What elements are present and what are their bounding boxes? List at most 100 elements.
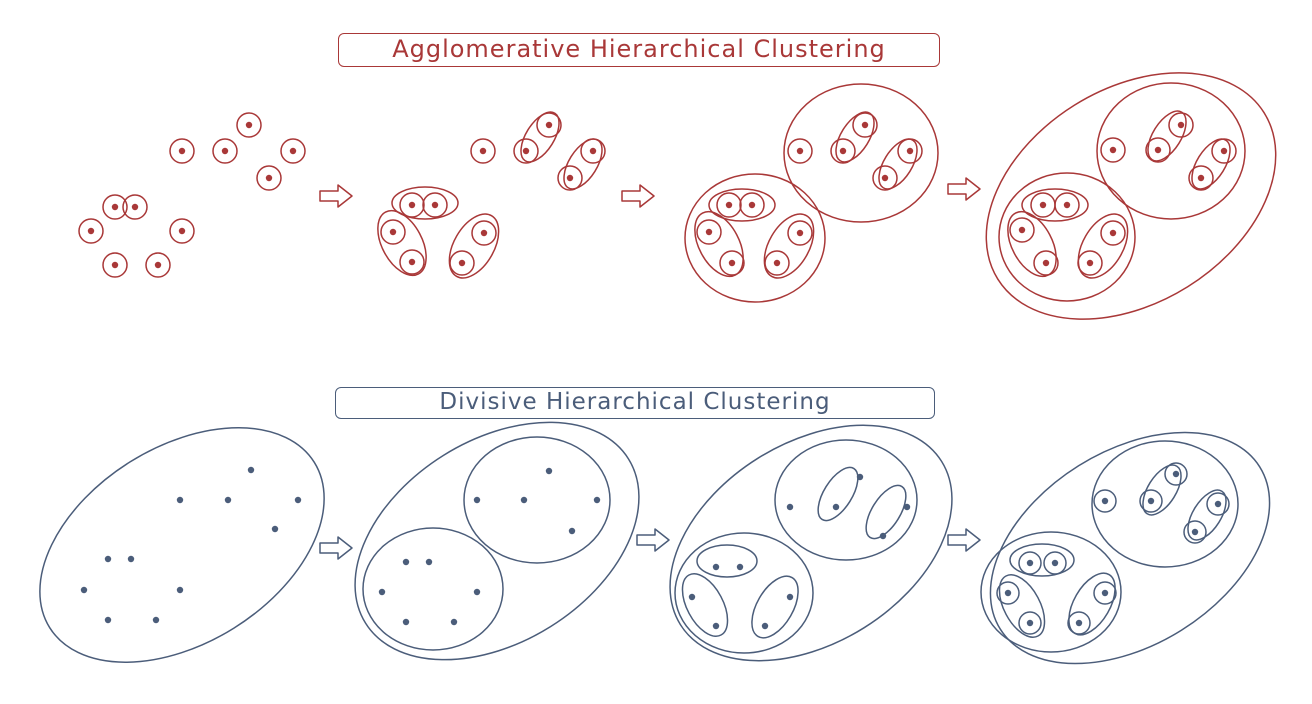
cluster-outline — [708, 188, 776, 222]
cluster-outline — [1096, 82, 1246, 220]
data-point — [1018, 226, 1026, 234]
data-point — [712, 622, 720, 630]
data-point — [748, 201, 756, 209]
data-point — [1172, 470, 1180, 478]
cluster-outline — [391, 186, 459, 220]
sub-cluster-outline — [1009, 543, 1075, 577]
point-ring — [169, 218, 195, 244]
point-ring — [212, 138, 238, 164]
sub-cluster-outline — [681, 573, 729, 637]
point-ring — [1054, 192, 1080, 218]
data-point — [87, 227, 95, 235]
sub-cluster-outline — [998, 574, 1046, 638]
data-point — [104, 555, 112, 563]
cluster-outline — [463, 436, 611, 564]
data-point — [431, 201, 439, 209]
arrow-icon — [319, 536, 353, 560]
point-ring — [399, 192, 425, 218]
point-ring — [852, 112, 878, 138]
cluster-outline — [774, 439, 918, 561]
data-point — [265, 174, 273, 182]
cluster-outline — [1077, 213, 1129, 279]
data-point — [473, 496, 481, 504]
point-ring — [1067, 611, 1091, 635]
data-point — [1220, 147, 1228, 155]
data-point — [736, 563, 744, 571]
sub-cluster-outline — [1068, 572, 1116, 636]
point-ring — [872, 165, 898, 191]
point-ring — [399, 249, 425, 275]
data-point — [221, 147, 229, 155]
data-point — [473, 588, 481, 596]
data-point — [725, 201, 733, 209]
arrow-icon — [621, 184, 655, 208]
data-point — [178, 227, 186, 235]
data-point — [688, 593, 696, 601]
data-point — [796, 147, 804, 155]
data-point — [1177, 121, 1185, 129]
data-point — [80, 586, 88, 594]
data-point — [127, 555, 135, 563]
data-point — [773, 259, 781, 267]
point-ring — [422, 192, 448, 218]
point-ring — [1211, 138, 1237, 164]
data-point — [545, 467, 553, 475]
point-ring — [897, 138, 923, 164]
point-ring — [787, 220, 813, 246]
data-point — [1101, 589, 1109, 597]
cluster-outline — [674, 532, 814, 654]
data-point — [152, 616, 160, 624]
data-point — [839, 147, 847, 155]
point-ring — [1183, 520, 1207, 544]
point-ring — [1033, 250, 1059, 276]
data-point — [1109, 229, 1117, 237]
point-ring — [449, 250, 475, 276]
point-ring — [1100, 137, 1126, 163]
sub-cluster-outline — [1142, 464, 1182, 516]
data-point — [425, 558, 433, 566]
point-ring — [716, 192, 742, 218]
data-point — [131, 203, 139, 211]
outer-cluster-outline — [669, 424, 953, 662]
data-point — [1063, 201, 1071, 209]
point-ring — [557, 165, 583, 191]
sub-cluster-outline — [817, 466, 859, 522]
data-point — [796, 229, 804, 237]
data-point — [245, 121, 253, 129]
data-point — [589, 147, 597, 155]
data-point — [378, 588, 386, 596]
data-point — [856, 473, 864, 481]
point-ring — [1018, 551, 1042, 575]
point-ring — [102, 194, 128, 220]
data-point — [1039, 201, 1047, 209]
data-point — [224, 496, 232, 504]
data-point — [545, 121, 553, 129]
point-ring — [122, 194, 148, 220]
data-point — [1026, 559, 1034, 567]
data-point — [178, 147, 186, 155]
data-point — [1147, 497, 1155, 505]
data-point — [786, 593, 794, 601]
point-ring — [256, 165, 282, 191]
point-ring — [1145, 137, 1171, 163]
point-ring — [470, 138, 496, 164]
point-ring — [1018, 611, 1042, 635]
data-point — [906, 147, 914, 155]
cluster-outline — [998, 172, 1136, 302]
data-point — [111, 261, 119, 269]
data-point — [903, 503, 911, 511]
arrow-icon — [319, 184, 353, 208]
data-point — [176, 496, 184, 504]
data-point — [1197, 174, 1205, 182]
cluster-outline — [783, 83, 939, 223]
data-point — [568, 527, 576, 535]
cluster-outline — [362, 527, 504, 651]
cluster-outline — [1007, 210, 1057, 278]
cluster-outline — [878, 138, 918, 190]
data-point — [154, 261, 162, 269]
point-ring — [78, 218, 104, 244]
point-ring — [169, 138, 195, 164]
data-point — [408, 258, 416, 266]
cluster-outline — [1021, 188, 1089, 222]
